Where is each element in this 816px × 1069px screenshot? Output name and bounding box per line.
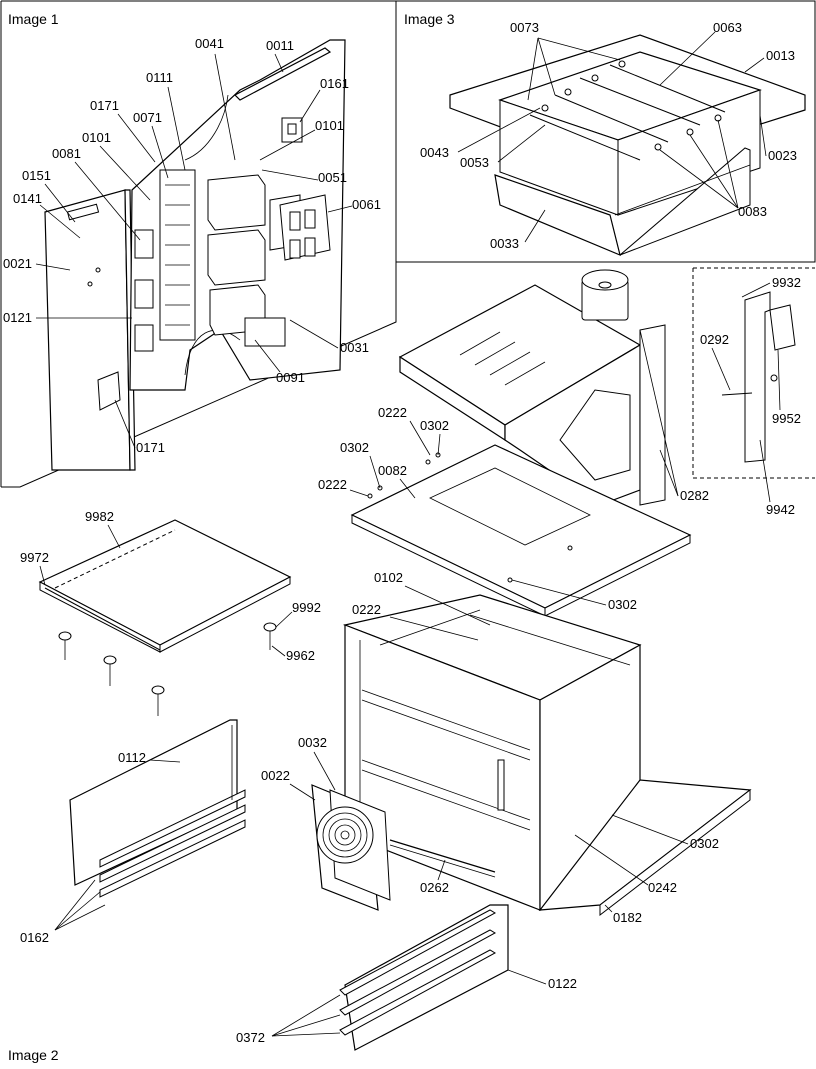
callout-0282: 0282 [680, 488, 709, 503]
callout-0013: 0013 [766, 48, 795, 63]
side-panel-0112 [69, 719, 246, 898]
top-cabinet [398, 269, 666, 506]
terminal-strip [159, 169, 196, 341]
callout-0171-top: 0171 [90, 98, 119, 113]
fan-cover [311, 784, 391, 911]
callout-0302-top: 0302 [420, 418, 449, 433]
callout-0171-bottom: 0171 [136, 440, 165, 455]
callout-9942: 9942 [766, 502, 795, 517]
callout-0112: 0112 [118, 750, 146, 765]
image-1-callouts: 0011 0041 0161 0111 0171 0071 0101 0101 … [3, 36, 381, 455]
callout-0222-top: 0222 [378, 405, 407, 420]
callout-0091: 0091 [276, 370, 305, 385]
callout-0082: 0082 [378, 463, 407, 478]
callout-0071: 0071 [133, 110, 162, 125]
callout-0081: 0081 [52, 146, 81, 161]
callout-0011: 0011 [266, 38, 294, 53]
callout-0083: 0083 [738, 204, 767, 219]
callout-0102: 0102 [374, 570, 403, 585]
callout-0023: 0023 [768, 148, 797, 163]
callout-0031: 0031 [340, 340, 369, 355]
callout-0372: 0372 [236, 1030, 265, 1045]
callout-0222-left: 0222 [318, 477, 347, 492]
callout-0302-left: 0302 [340, 440, 369, 455]
callout-0262: 0262 [420, 880, 449, 895]
callout-0121: 0121 [3, 310, 32, 325]
callout-0101-right: 0101 [315, 118, 344, 133]
callout-0063: 0063 [713, 20, 742, 35]
image-1-title: Image 1 [8, 11, 59, 27]
callout-0032: 0032 [298, 735, 327, 750]
callout-0222-mid: 0222 [352, 602, 381, 617]
insulation-sheet [350, 444, 692, 617]
callout-0151: 0151 [22, 168, 51, 183]
callout-0141: 0141 [13, 191, 42, 206]
callout-0111: 0111 [146, 70, 173, 85]
image-3-frame-assembly [449, 34, 806, 257]
callout-9982: 9982 [85, 509, 114, 524]
image-1-control-panel [44, 39, 346, 471]
callout-0033: 0033 [490, 236, 519, 251]
image-3-title: Image 3 [404, 11, 455, 27]
callout-9962: 9962 [286, 648, 315, 663]
image-2-callouts: 0282 0222 0302 0302 0082 0222 9982 9972 … [20, 329, 719, 1045]
callout-0182: 0182 [613, 910, 642, 925]
callout-0162: 0162 [20, 930, 49, 945]
callout-0022: 0022 [261, 768, 290, 783]
image-3-callouts: 0073 0063 0013 0043 0053 0023 0083 0033 [420, 20, 797, 251]
broiler-shield [38, 519, 292, 716]
latch-callouts: 9932 0292 9952 9942 [700, 275, 801, 517]
callout-9932: 9932 [772, 275, 801, 290]
callout-0302-bottom: 0302 [690, 836, 719, 851]
callout-9992: 9992 [292, 600, 321, 615]
callout-9952: 9952 [772, 411, 801, 426]
side-panel-0122 [339, 904, 509, 1051]
callout-0041: 0041 [195, 36, 224, 51]
callout-0021: 0021 [3, 256, 32, 271]
callout-0073: 0073 [510, 20, 539, 35]
image-2-title: Image 2 [8, 1047, 59, 1063]
callout-0043: 0043 [420, 145, 449, 160]
callout-0302-right: 0302 [608, 597, 637, 612]
callout-0122: 0122 [548, 976, 577, 991]
callout-0292: 0292 [700, 332, 729, 347]
callout-9972: 9972 [20, 550, 49, 565]
callout-0051: 0051 [318, 170, 347, 185]
latch-inset [692, 267, 815, 479]
callout-0161: 0161 [320, 76, 349, 91]
bottom-tray [538, 779, 752, 917]
panel-frames [0, 0, 816, 488]
callout-0101-left: 0101 [82, 130, 111, 145]
callout-0061: 0061 [352, 197, 381, 212]
callout-0053: 0053 [460, 155, 489, 170]
callout-0242: 0242 [648, 880, 677, 895]
